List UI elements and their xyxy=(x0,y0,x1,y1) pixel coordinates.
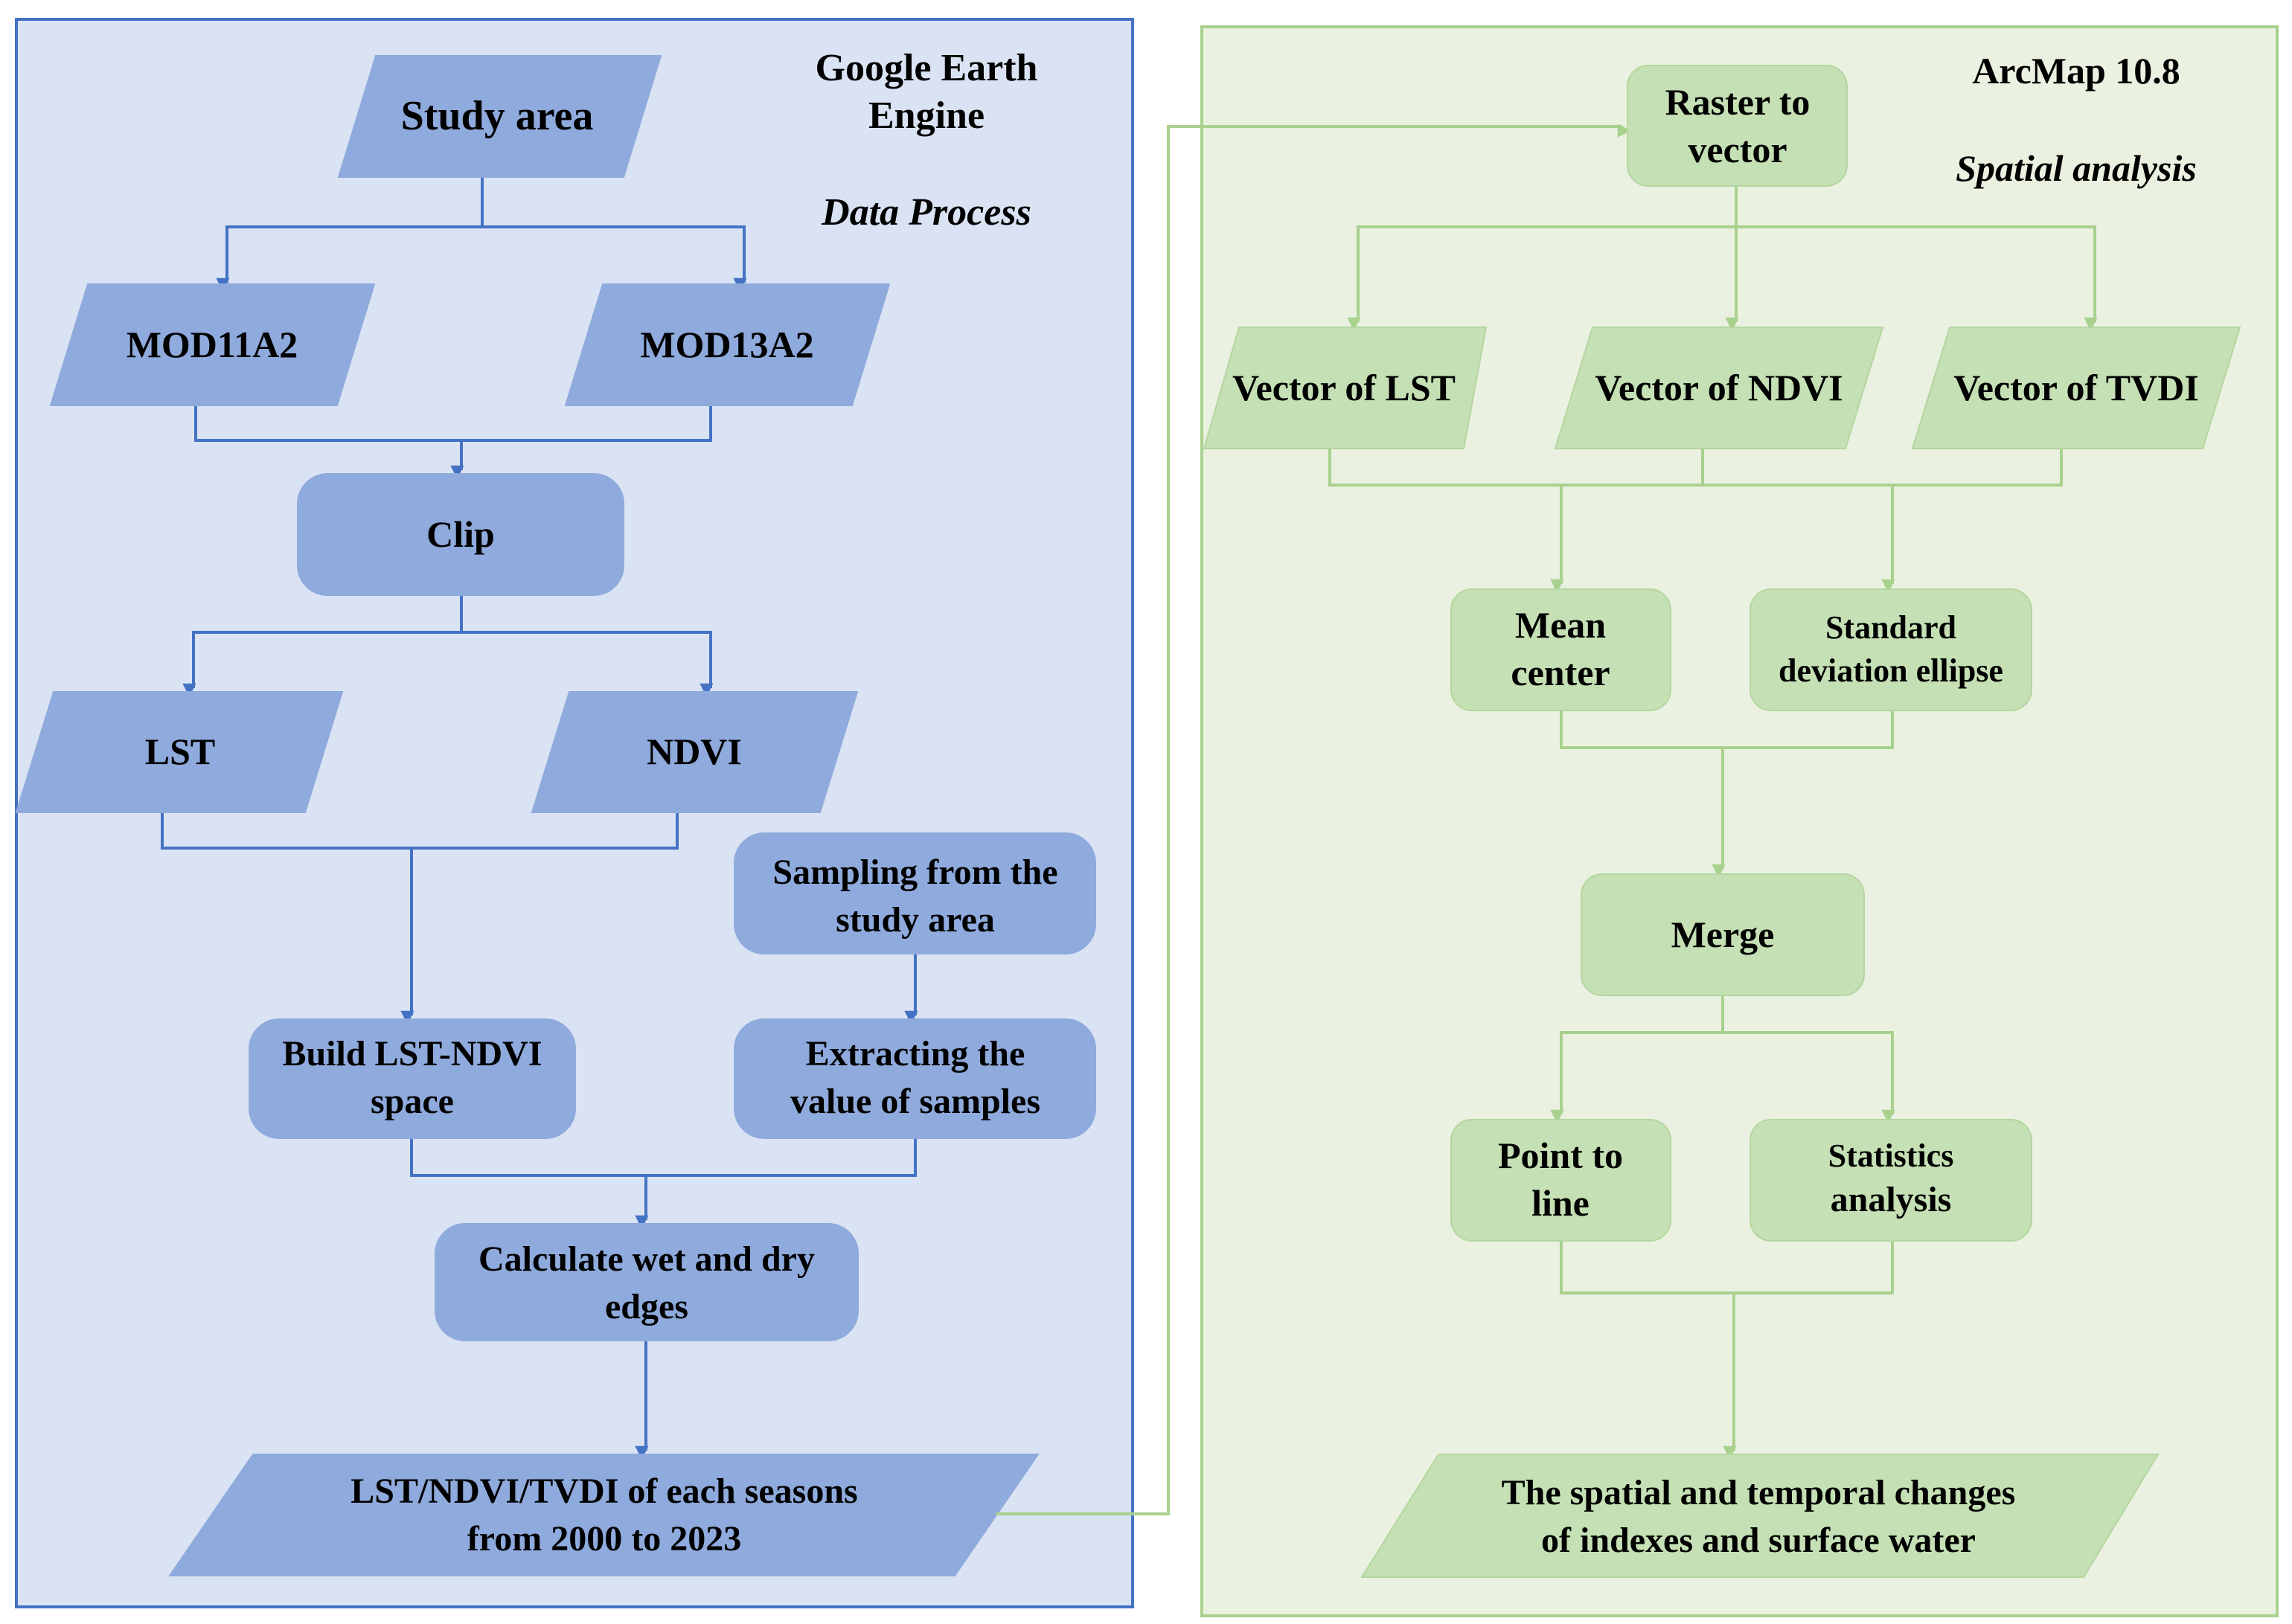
node-mod13a2: MOD13A2 xyxy=(564,283,891,406)
node-standard-deviation-ellipse: Standard deviation ellipse xyxy=(1750,588,2032,711)
node-final-label-line2: of indexes and surface water xyxy=(1541,1521,1976,1560)
right-panel xyxy=(1200,25,2279,1617)
right-panel-title: ArcMap 10.8 xyxy=(1972,50,2180,92)
node-calculate-label-line2: edges xyxy=(605,1287,688,1326)
node-raster-label-line2: vector xyxy=(1688,129,1787,170)
node-mean-label-line2: center xyxy=(1511,652,1610,693)
node-study-area: Study area xyxy=(337,55,662,178)
node-final-output: The spatial and temporal changes of inde… xyxy=(1360,1454,2160,1578)
node-vector-tvdi: Vector of TVDI xyxy=(1911,327,2241,449)
cross-panel-connector xyxy=(996,123,1631,1515)
node-clip-label: Clip xyxy=(426,513,495,555)
node-study-area-label: Study area xyxy=(401,93,594,139)
node-merge-label: Merge xyxy=(1671,914,1775,955)
node-sampling-label-line1: Sampling from the xyxy=(772,853,1057,892)
left-panel-title-line1: Google Earth xyxy=(816,47,1038,89)
node-mod11a2-label: MOD11A2 xyxy=(127,324,298,365)
node-point-to-line: Point to line xyxy=(1450,1119,1671,1242)
node-raster-label-line1: Raster to xyxy=(1665,81,1811,123)
node-ndvi: NDVI xyxy=(531,691,859,813)
node-output: LST/NDVI/TVDI of each seasons from 2000 … xyxy=(168,1454,1040,1576)
node-raster-to-vector: Raster to vector xyxy=(1627,65,1848,187)
node-calculate: Calculate wet and dry edges xyxy=(435,1223,859,1341)
node-stats-label-line2: analysis xyxy=(1831,1180,1952,1219)
node-mean-label-line1: Mean xyxy=(1515,604,1606,646)
node-sde-label-line1: Standard xyxy=(1825,609,1956,646)
node-vector-lst: Vector of LST xyxy=(1203,327,1488,449)
right-connectors xyxy=(1328,186,2098,1460)
node-build-label-line2: space xyxy=(371,1082,454,1121)
node-extracting: Extracting the value of samples xyxy=(734,1018,1096,1139)
node-mod13a2-label: MOD13A2 xyxy=(640,324,813,365)
node-clip: Clip xyxy=(297,473,624,596)
right-panel-subtitle: Spatial analysis xyxy=(1956,147,2197,189)
node-mod11a2: MOD11A2 xyxy=(49,283,376,406)
node-statistics-analysis: Statistics analysis xyxy=(1750,1119,2032,1242)
left-panel-subtitle: Data Process xyxy=(821,191,1031,234)
node-stats-label-line1: Statistics xyxy=(1828,1137,1954,1174)
left-connectors xyxy=(161,177,918,1460)
node-ndvi-label: NDVI xyxy=(647,731,742,772)
node-vector-ndvi-label: Vector of NDVI xyxy=(1595,367,1843,408)
node-lst: LST xyxy=(15,691,344,813)
node-output-label-line2: from 2000 to 2023 xyxy=(467,1519,741,1559)
node-vector-lst-label: Vector of LST xyxy=(1232,367,1456,408)
node-mean-center: Mean center xyxy=(1450,588,1671,711)
node-sampling: Sampling from the study area xyxy=(734,832,1096,954)
node-build-label-line1: Build LST-NDVI xyxy=(282,1034,542,1073)
left-panel-title-line2: Engine xyxy=(868,94,985,137)
node-vector-tvdi-label: Vector of TVDI xyxy=(1953,367,2199,408)
node-merge: Merge xyxy=(1581,873,1865,996)
node-extracting-label-line2: value of samples xyxy=(790,1082,1040,1121)
node-lst-label: LST xyxy=(145,731,216,772)
node-sampling-label-line2: study area xyxy=(836,900,995,940)
node-vector-ndvi: Vector of NDVI xyxy=(1554,327,1884,449)
node-p2l-label-line2: line xyxy=(1531,1182,1590,1224)
node-build-lst-ndvi: Build LST-NDVI space xyxy=(249,1018,576,1139)
node-p2l-label-line1: Point to xyxy=(1498,1134,1623,1176)
node-output-label-line1: LST/NDVI/TVDI of each seasons xyxy=(350,1471,857,1511)
node-final-label-line1: The spatial and temporal changes xyxy=(1502,1473,2016,1512)
node-calculate-label-line1: Calculate wet and dry xyxy=(478,1239,815,1279)
node-sde-label-line2: deviation ellipse xyxy=(1779,652,2003,689)
node-extracting-label-line1: Extracting the xyxy=(806,1034,1025,1073)
